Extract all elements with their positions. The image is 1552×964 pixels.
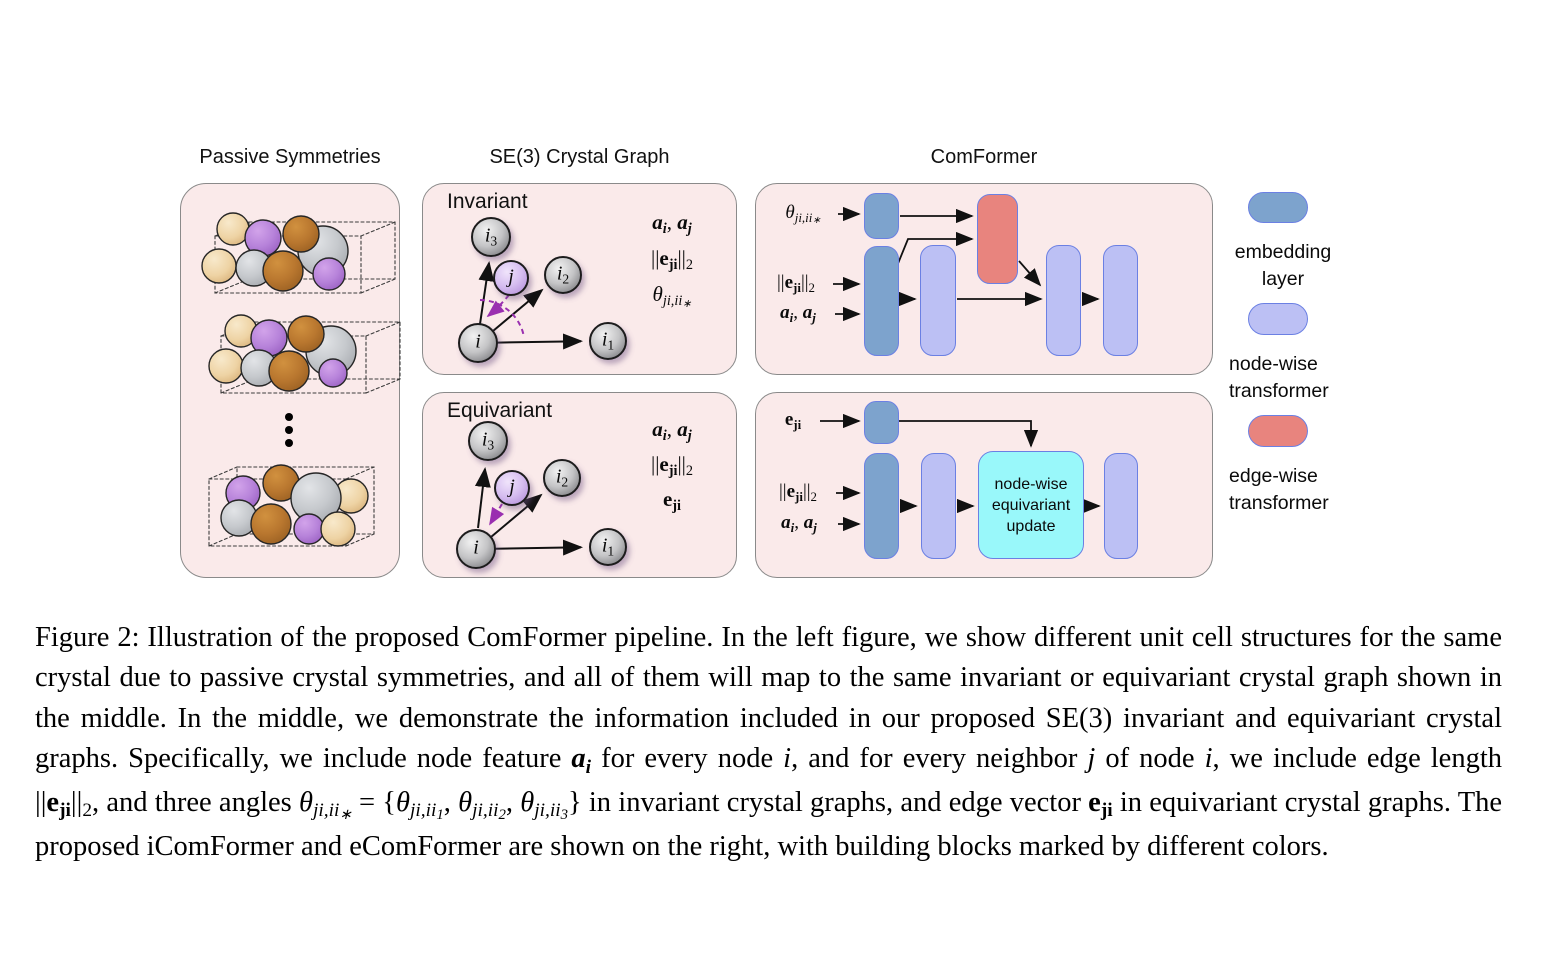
feature-edge-length: ||eji||2 xyxy=(650,246,694,273)
node-i: i xyxy=(475,330,481,353)
invariant-label: Invariant xyxy=(447,190,528,213)
crystal-structures xyxy=(201,212,401,547)
legend-text: embedding xyxy=(1234,241,1332,263)
crystal-structure-1 xyxy=(201,212,396,294)
input-node-attrs: ai, aj xyxy=(781,512,817,535)
title-passive-symmetries: Passive Symmetries xyxy=(199,146,381,168)
node-i2: i2 xyxy=(556,262,570,287)
equivariant-graph-panel: Equivariant i3 j i2 i i1 ai, aj xyxy=(422,392,737,578)
crystal-structure-3 xyxy=(208,464,375,547)
embedding-layer-block xyxy=(864,246,899,356)
legend-text: transformer xyxy=(1229,380,1329,402)
input-angles: θji,ii∗ xyxy=(785,202,821,227)
passive-symmetries-panel xyxy=(180,183,401,578)
equivariant-graph xyxy=(456,421,627,569)
node-wise-transformer-block xyxy=(1104,453,1138,559)
node-i: i xyxy=(473,536,479,559)
invariant-graph xyxy=(458,217,627,363)
feature-node-attrs: ai, aj xyxy=(652,417,692,444)
update-line-3: update xyxy=(1006,517,1056,535)
figure-caption: Figure 2: Illustration of the proposed C… xyxy=(35,622,1503,863)
legend-edge-transformer-label: edge-wise transformer xyxy=(1229,463,1329,517)
node-i2: i2 xyxy=(555,465,569,490)
update-line-2: equivariant xyxy=(991,496,1071,514)
feature-node-attrs: ai, aj xyxy=(652,210,692,237)
equivariant-update-block xyxy=(978,451,1084,559)
node-i1: i1 xyxy=(601,534,615,559)
title-comformer: ComFormer xyxy=(930,146,1038,168)
feature-edge-length: ||eji||2 xyxy=(650,452,694,479)
ecomformer-panel: eji ||eji||2 ai, aj node-wise equivarian… xyxy=(755,392,1213,578)
input-edge-length: ||eji||2 xyxy=(777,272,815,295)
node-j: j xyxy=(509,475,515,498)
input-node-attrs: ai, aj xyxy=(780,302,816,325)
node-i1: i1 xyxy=(601,328,615,353)
equivariant-update-text: node-wise equivariant update xyxy=(978,451,1084,559)
legend-text: layer xyxy=(1261,268,1305,290)
edge-wise-transformer-block xyxy=(977,194,1018,284)
crystal-structure-2 xyxy=(208,314,401,394)
legend-embedding-label: embedding layer xyxy=(1224,239,1342,293)
node-j: j xyxy=(508,265,514,288)
invariant-graph-panel: Invariant i3 j i2 i i1 ai, xyxy=(422,183,737,375)
icomformer-panel: θji,ii∗ ||eji||2 ai, aj xyxy=(755,183,1213,375)
input-edge-length: ||eji||2 xyxy=(779,481,817,504)
feature-angles: θji,ii∗ xyxy=(652,282,692,310)
embedding-layer-block xyxy=(864,193,899,239)
node-i3: i3 xyxy=(481,428,495,453)
node-wise-transformer-block xyxy=(1103,245,1138,356)
node-i3: i3 xyxy=(484,224,498,249)
legend-text: transformer xyxy=(1229,492,1329,514)
equivariant-features: ai, aj ||eji||2 eji xyxy=(611,413,733,518)
ellipsis-dots xyxy=(285,413,293,447)
node-wise-transformer-block xyxy=(1046,245,1081,356)
embedding-layer-block xyxy=(864,401,899,444)
feature-edge-vector: eji xyxy=(662,487,682,514)
update-line-1: node-wise xyxy=(994,475,1068,493)
equivariant-label: Equivariant xyxy=(447,399,553,422)
icomformer-arrows xyxy=(833,206,1100,322)
embedding-layer-block xyxy=(864,453,899,559)
node-wise-transformer-block xyxy=(921,453,956,559)
legend-embedding-swatch xyxy=(1248,192,1308,223)
ecomformer-arrows xyxy=(820,413,1101,532)
legend-node-transformer-swatch xyxy=(1248,303,1308,335)
legend-edge-transformer-swatch xyxy=(1248,415,1308,447)
legend-text: edge-wise xyxy=(1229,465,1318,487)
legend-text: node-wise xyxy=(1229,353,1318,375)
legend-node-transformer-label: node-wise transformer xyxy=(1229,351,1329,405)
node-wise-transformer-block xyxy=(920,245,956,356)
input-edge-vector: eji xyxy=(784,409,802,432)
title-se3-crystal-graph: SE(3) Crystal Graph xyxy=(489,146,670,168)
invariant-features: ai, aj ||eji||2 θji,ii∗ xyxy=(611,206,733,315)
